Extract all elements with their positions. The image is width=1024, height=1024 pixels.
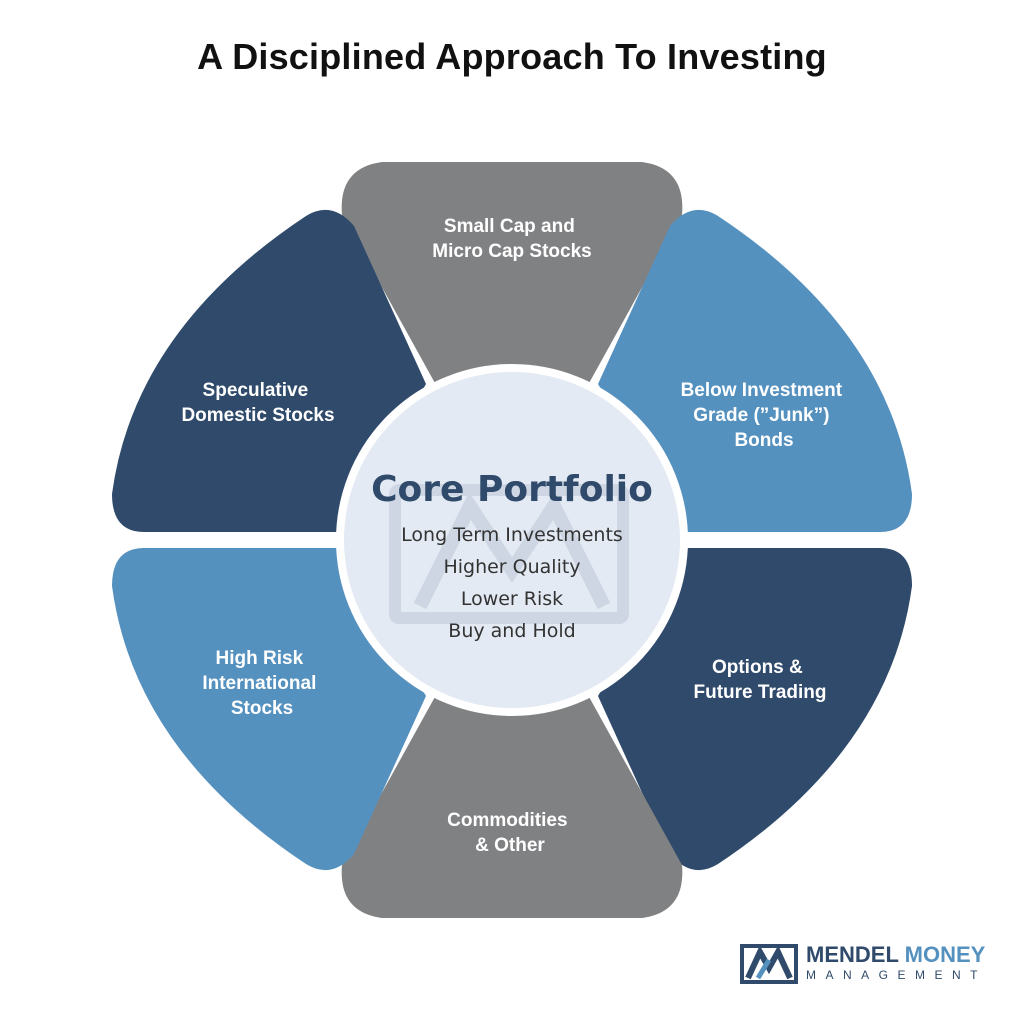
segment-shape-commodities — [341, 695, 683, 918]
core-portfolio-center: Core Portfolio Long Term Investments Hig… — [336, 364, 688, 716]
center-circle — [336, 364, 688, 716]
segment-shape-international — [112, 548, 426, 871]
logo-name-part1: MENDEL — [806, 942, 899, 967]
segment-commodities: Commodities & Other — [341, 695, 683, 918]
segment-label-junk-bonds: Below Investment Grade (”Junk”) Bonds — [681, 380, 848, 451]
center-watermark-icon — [389, 484, 629, 624]
segment-label-speculative-domestic: Speculative Domestic Stocks — [181, 380, 334, 426]
segment-small-cap: Small Cap and Micro Cap Stocks — [341, 162, 683, 385]
segment-international: High Risk International Stocks — [112, 548, 426, 871]
segment-label-commodities: Commodities & Other — [447, 810, 573, 856]
segment-shape-small-cap — [341, 162, 683, 385]
center-item: Long Term Investments — [401, 524, 623, 546]
diagram-title: A Disciplined Approach To Investing — [197, 36, 827, 77]
logo-mark-icon — [740, 944, 798, 984]
segment-label-small-cap: Small Cap and Micro Cap Stocks — [432, 216, 591, 262]
center-item: Buy and Hold — [448, 620, 575, 642]
segment-junk-bonds: Below Investment Grade (”Junk”) Bonds — [598, 209, 912, 532]
segment-options: Options & Future Trading — [598, 548, 912, 871]
center-item: Lower Risk — [461, 588, 563, 610]
center-item: Higher Quality — [443, 556, 580, 578]
segment-label-international: High Risk International Stocks — [202, 648, 321, 719]
segment-shape-speculative-domestic — [112, 209, 426, 532]
segment-shape-options — [598, 548, 912, 871]
segment-shape-junk-bonds — [598, 209, 912, 532]
logo-name-part2: MONEY — [904, 942, 986, 967]
segment-speculative-domestic: Speculative Domestic Stocks — [112, 209, 426, 532]
logo-name: MENDEL MONEY — [806, 942, 985, 968]
mendel-money-logo: MENDEL MONEY MANAGEMENT — [740, 942, 1000, 986]
logo-subtitle: MANAGEMENT — [806, 968, 988, 982]
center-heading: Core Portfolio — [371, 469, 653, 510]
segment-label-options: Options & Future Trading — [694, 657, 827, 703]
